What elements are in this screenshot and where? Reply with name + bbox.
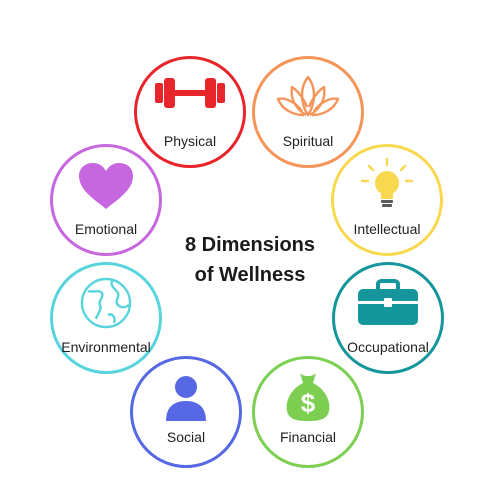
dimension-label: Physical bbox=[163, 133, 217, 149]
dimension-intellectual: Intellectual bbox=[331, 144, 443, 256]
dimension-spiritual: Spiritual bbox=[252, 56, 364, 168]
lotus-icon bbox=[276, 75, 340, 117]
heart-icon bbox=[79, 163, 133, 209]
dimension-label: Financial bbox=[279, 429, 337, 445]
diagram-title: 8 Dimensions of Wellness bbox=[150, 230, 350, 290]
dimension-label: Environmental bbox=[61, 339, 151, 355]
person-icon bbox=[166, 376, 206, 421]
money-bag-icon: $ bbox=[286, 373, 330, 421]
briefcase-icon bbox=[358, 279, 418, 325]
dimension-label: Spiritual bbox=[282, 133, 334, 149]
dimension-financial: $ Financial bbox=[252, 356, 364, 468]
dumbbell-icon bbox=[155, 78, 225, 108]
title-line-1: 8 Dimensions bbox=[184, 234, 316, 256]
dimension-occupational: Occupational bbox=[332, 262, 444, 374]
dimension-environmental: Environmental bbox=[50, 262, 162, 374]
dimension-emotional: Emotional bbox=[50, 144, 162, 256]
title-line-2: of Wellness bbox=[194, 264, 306, 286]
dimension-social: Social bbox=[130, 356, 242, 468]
dimension-label: Intellectual bbox=[353, 221, 421, 237]
lightbulb-icon bbox=[360, 157, 414, 207]
globe-icon bbox=[80, 277, 132, 329]
dimension-label: Emotional bbox=[74, 221, 138, 237]
dimension-label: Social bbox=[166, 429, 206, 445]
dimension-label: Occupational bbox=[347, 339, 429, 355]
svg-text:$: $ bbox=[301, 388, 316, 418]
dimension-physical: Physical bbox=[134, 56, 246, 168]
